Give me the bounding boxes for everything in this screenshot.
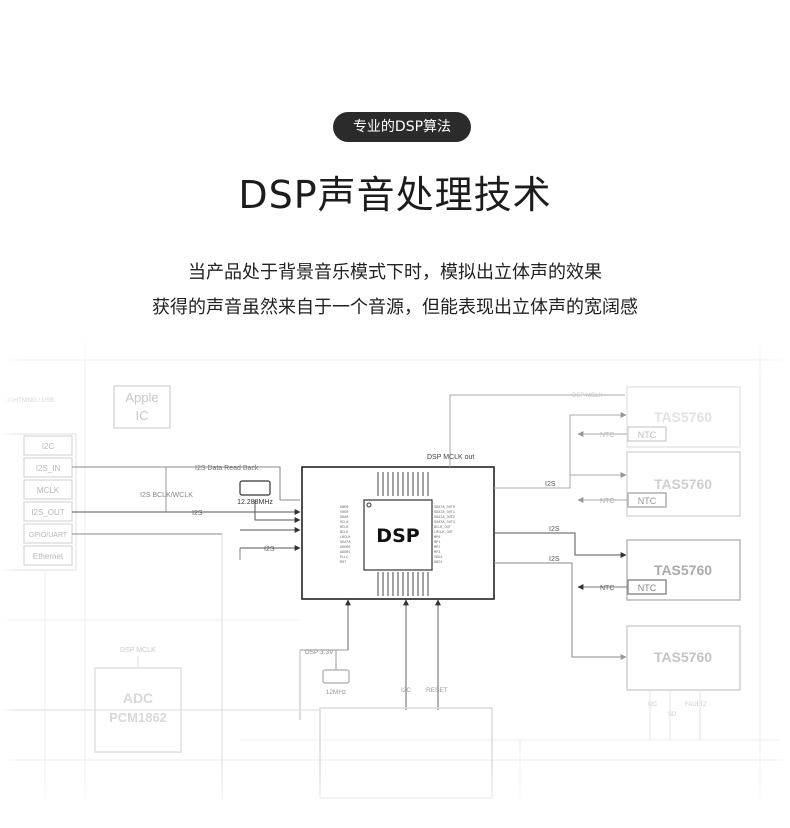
ntc-1: NTC (638, 430, 657, 440)
svg-text:MP2: MP2 (434, 546, 440, 550)
svg-text:SDATA: SDATA (340, 541, 351, 545)
svg-text:12.288MHz: 12.288MHz (237, 499, 273, 506)
svg-text:SDA0: SDA0 (340, 516, 348, 520)
amp-2: TAS5760 (654, 476, 712, 492)
mclk-top-label: DSP MCLK (572, 393, 603, 399)
description-line-1: 当产品处于背景音乐模式下时，模拟出立体声的效果 (188, 262, 602, 283)
adc-part: PCM1862 (109, 710, 167, 725)
ic-label: IC (136, 408, 149, 423)
adc-mclk-label: DSP MCLK (120, 647, 156, 654)
iface-ethernet: Ethernet (33, 552, 64, 561)
section-badge: 专业的DSP算法 (333, 112, 471, 142)
amp-i2c: I2C (648, 702, 658, 708)
dsp-block-diagram: Apple IC LIGHTNING / USB I2C I2S_IN MCLK… (0, 330, 790, 828)
svg-text:MP1: MP1 (434, 541, 440, 545)
left-signal-lines (72, 466, 301, 800)
amp-sd: SD (668, 712, 677, 718)
crystal-12mhz (322, 669, 350, 684)
iface-i2c: I2C (42, 442, 55, 451)
ntc-2: NTC (638, 496, 657, 506)
svg-text:GND0: GND0 (340, 506, 348, 510)
iface-i2s-out: I2S_OUT (31, 508, 64, 517)
svg-text:SDATA_OUT1: SDATA_OUT1 (434, 511, 455, 515)
svg-text:SDATA_OUT2: SDATA_OUT2 (434, 516, 455, 520)
apple-ic-block: Apple IC LIGHTNING / USB (4, 385, 171, 429)
ntc-3: NTC (638, 583, 657, 593)
svg-text:BCLK_OUT: BCLK_OUT (434, 526, 451, 530)
svg-text:LRCLK: LRCLK (340, 536, 351, 540)
i2s-read-back-label: I2S Data Read Back (195, 465, 259, 472)
crystal-12mhz-label: 12MHz (326, 689, 347, 696)
page-title: DSP声音处理技术 (238, 173, 552, 217)
svg-text:VDD0: VDD0 (340, 511, 348, 515)
svg-text:MCLK: MCLK (340, 526, 349, 530)
amp-faultz: FAULTZ (685, 702, 707, 708)
svg-text:GND1: GND1 (434, 561, 442, 565)
svg-text:BCLK: BCLK (340, 531, 349, 535)
amp-1: TAS5760 (654, 409, 712, 425)
svg-text:RST: RST (340, 561, 346, 565)
mclk-out-lines (449, 394, 625, 467)
ntc-arrow-1: NTC (600, 432, 614, 439)
adc-block: DSP MCLK ADC PCM1862 (94, 647, 182, 753)
svg-text:SDATA_OUT0: SDATA_OUT0 (434, 506, 455, 510)
amp-4: TAS5760 (654, 649, 712, 665)
svg-text:PLLC: PLLC (340, 556, 348, 560)
crystal-12288: 12.288MHz (237, 480, 273, 506)
apple-sub-label: LIGHTNING / USB (4, 398, 54, 404)
i2s-out-label-3: I2S (549, 556, 560, 563)
i2s-label-1: I2S (192, 510, 203, 517)
iface-i2s-in: I2S_IN (36, 464, 61, 473)
svg-text:SDATA_OUT3: SDATA_OUT3 (434, 521, 455, 525)
bottom-signal-lines (299, 599, 441, 720)
right-signal-lines (494, 412, 627, 660)
adc-title: ADC (123, 690, 153, 706)
dsp-power-label: DSP 3.3V (305, 649, 334, 656)
apple-label: Apple (125, 390, 158, 405)
amp-blocks: TAS5760 TAS5760 TAS5760 TAS5760 NTC NTC … (577, 386, 741, 740)
svg-text:ADDR1: ADDR1 (340, 551, 351, 555)
svg-text:MP3: MP3 (434, 551, 440, 555)
i2s-out-label-1: I2S (545, 481, 556, 488)
reset-label: RESET (426, 687, 448, 694)
dsp-mclk-out-label: DSP MCLK out (427, 454, 474, 461)
amp-3: TAS5760 (654, 562, 712, 578)
i2s-bclk-label: I2S BCLK/WCLK (140, 492, 193, 499)
i2c-bottom-label: I2C (401, 687, 411, 694)
ntc-arrow-3: NTC (600, 585, 614, 592)
i2s-out-label-2: I2S (549, 526, 560, 533)
svg-text:SCL0: SCL0 (340, 521, 348, 525)
iface-mclk: MCLK (37, 486, 60, 495)
svg-text:VDD1: VDD1 (434, 556, 442, 560)
svg-text:MP0: MP0 (434, 536, 440, 540)
iface-gpio: GPIO/UART (29, 532, 68, 539)
description-line-2: 获得的声音虽然来自于一个音源，但能表现出立体声的宽阔感 (152, 297, 638, 318)
svg-text:LRCLK_OUT: LRCLK_OUT (434, 531, 453, 535)
i2s-label-2: I2S (264, 546, 275, 553)
dsp-label: DSP (376, 525, 419, 547)
ntc-arrow-2: NTC (600, 498, 614, 505)
svg-text:ADDR0: ADDR0 (340, 546, 351, 550)
